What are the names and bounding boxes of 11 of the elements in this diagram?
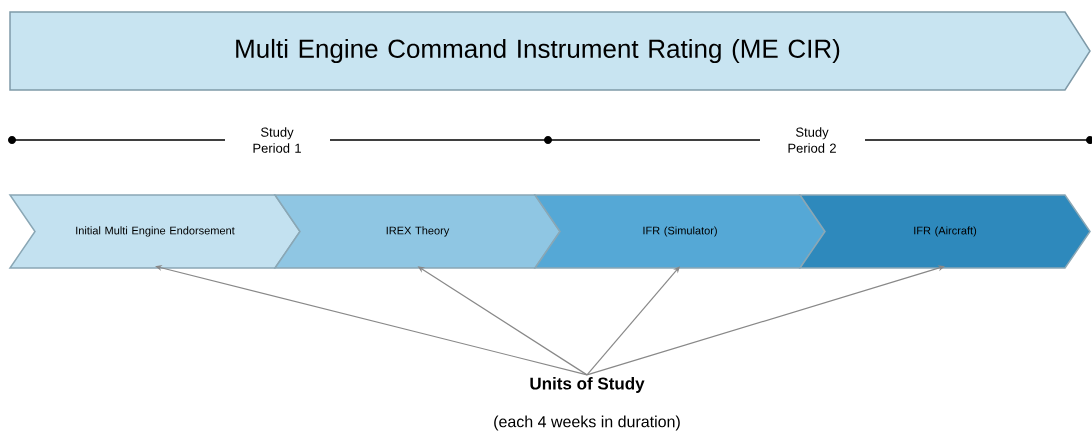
arrow [586, 266, 680, 376]
process-step: IFR (Simulator) [533, 194, 826, 269]
period-label: Study Period 1 [253, 127, 301, 153]
process-step: Initial Multi Engine Endorsement [8, 194, 301, 269]
process-step: IREX Theory [273, 194, 561, 269]
label-text: Units of Study [530, 377, 645, 393]
arrow [586, 265, 945, 376]
title-banner: Multi Engine Command Instrument Rating (ME CIR) [9, 11, 1091, 91]
note-text: (each 4 weeks in duration) [494, 415, 680, 431]
period-label: Study Period 2 [788, 127, 836, 153]
process-step: IFR (Aircraft) [798, 194, 1091, 269]
